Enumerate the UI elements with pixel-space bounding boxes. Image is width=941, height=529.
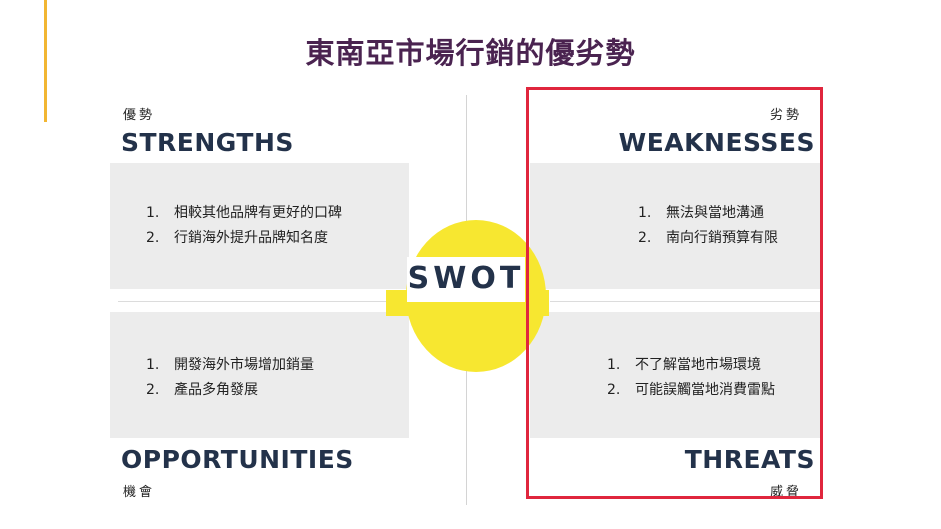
weaknesses-panel	[530, 163, 820, 289]
item-number: 2.	[146, 230, 160, 246]
item-text: 相較其他品牌有更好的口碑	[174, 205, 342, 221]
opportunities-panel	[110, 312, 409, 438]
list-item: 1. 相較其他品牌有更好的口碑	[146, 201, 342, 226]
item-text: 南向行銷預算有限	[666, 230, 778, 246]
swot-label: SWOT	[407, 261, 525, 296]
threats-panel	[530, 312, 820, 438]
threats-heading: THREATS	[684, 445, 815, 474]
threats-list: 1. 不了解當地市場環境 2. 可能誤觸當地消費雷點	[607, 353, 775, 403]
list-item: 1. 不了解當地市場環境	[607, 353, 775, 378]
item-number: 1.	[607, 357, 621, 373]
item-number: 1.	[146, 357, 160, 373]
strengths-label-zh: 優勢	[123, 108, 156, 123]
swot-label-box	[407, 257, 525, 302]
horizontal-divider-left	[118, 301, 386, 302]
list-item: 2. 可能誤觸當地消費雷點	[607, 378, 775, 403]
item-number: 2.	[607, 382, 621, 398]
list-item: 2. 南向行銷預算有限	[638, 226, 778, 251]
list-item: 2. 產品多角發展	[146, 378, 314, 403]
strengths-panel	[110, 163, 409, 289]
item-number: 1.	[638, 205, 652, 221]
weaknesses-heading: WEAKNESSES	[618, 128, 815, 157]
opportunities-heading: OPPORTUNITIES	[121, 445, 354, 474]
opportunities-list: 1. 開發海外市場增加銷量 2. 產品多角發展	[146, 353, 314, 403]
strengths-list: 1. 相較其他品牌有更好的口碑 2. 行銷海外提升品牌知名度	[146, 201, 342, 251]
item-text: 不了解當地市場環境	[635, 357, 761, 373]
item-text: 行銷海外提升品牌知名度	[174, 230, 328, 246]
weaknesses-list: 1. 無法與當地溝通 2. 南向行銷預算有限	[638, 201, 778, 251]
slide-title: 東南亞市場行銷的優劣勢	[305, 36, 636, 70]
list-item: 1. 無法與當地溝通	[638, 201, 778, 226]
item-number: 2.	[638, 230, 652, 246]
horizontal-divider-right	[550, 301, 820, 302]
item-number: 1.	[146, 205, 160, 221]
item-text: 開發海外市場增加銷量	[174, 357, 314, 373]
item-text: 無法與當地溝通	[666, 205, 764, 221]
opportunities-label-zh: 機會	[123, 485, 156, 500]
weaknesses-label-zh: 劣勢	[770, 108, 803, 123]
list-item: 1. 開發海外市場增加銷量	[146, 353, 314, 378]
accent-bar	[44, 0, 47, 122]
item-number: 2.	[146, 382, 160, 398]
list-item: 2. 行銷海外提升品牌知名度	[146, 226, 342, 251]
item-text: 產品多角發展	[174, 382, 258, 398]
highlight-frame	[526, 87, 823, 499]
item-text: 可能誤觸當地消費雷點	[635, 382, 775, 398]
strengths-heading: STRENGTHS	[121, 128, 294, 157]
